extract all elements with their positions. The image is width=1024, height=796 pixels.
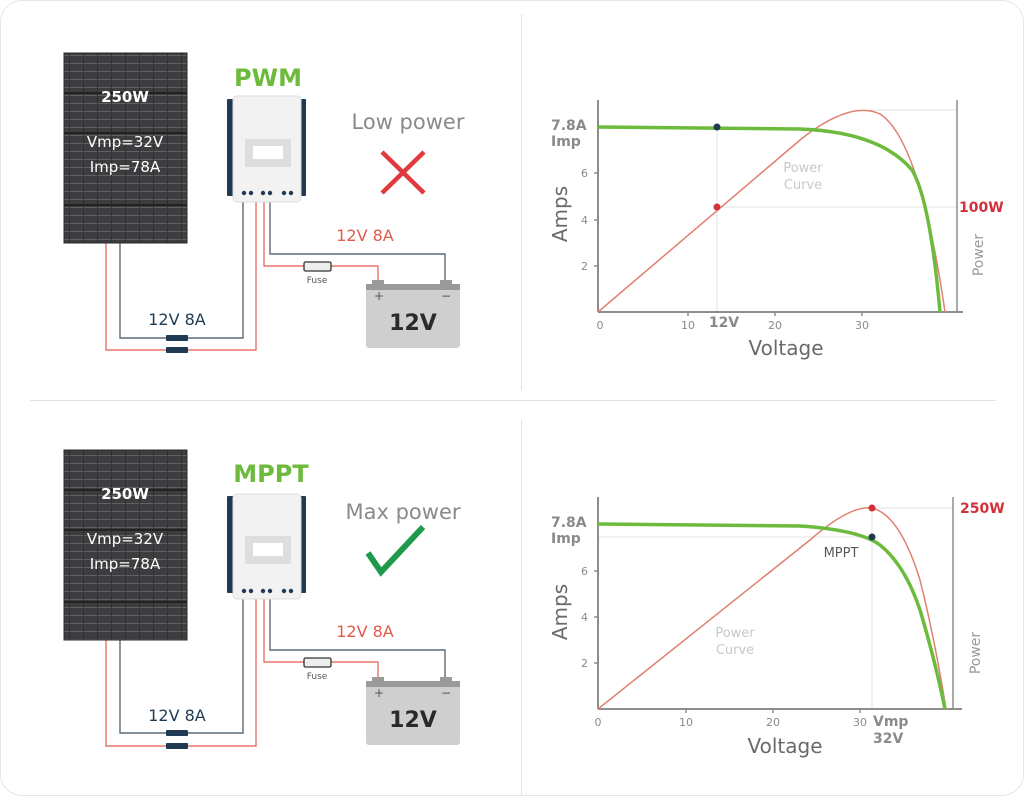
x-tick: 20	[766, 716, 780, 729]
iv-curve	[597, 125, 942, 313]
result-label: Low power	[352, 110, 465, 134]
power-curve	[597, 109, 946, 313]
input-current-label: 12V 8A	[148, 310, 206, 329]
mc4-connectors	[166, 730, 188, 749]
controller-type-label: MPPT	[233, 460, 309, 488]
power-marker	[713, 203, 721, 211]
mppt-marker	[868, 533, 876, 541]
panel-wattage: 250W	[101, 485, 149, 503]
battery-minus-label: −	[441, 289, 451, 303]
power-curve-label: Curve	[784, 178, 822, 193]
power-value-label: 100W	[959, 200, 1004, 216]
output-current-label: 12V 8A	[336, 226, 394, 245]
vertical-divider-bottom	[521, 420, 522, 796]
imp-label: Imp	[551, 134, 581, 150]
power-curve-label: Power	[783, 161, 823, 176]
horizontal-divider	[30, 400, 996, 401]
x-tick: 10	[681, 319, 695, 332]
vertical-divider-top	[521, 14, 522, 390]
x-tick: 0	[597, 319, 604, 332]
cross-icon	[380, 150, 426, 195]
y2-axis-label: Power	[968, 632, 984, 675]
imp-value-label: 7.8A	[551, 515, 587, 531]
panel-vmp: Vmp=32V	[87, 133, 164, 151]
panel-imp: Imp=78A	[90, 555, 161, 573]
battery: + − 12V	[366, 677, 460, 745]
x-tick: 30	[853, 716, 867, 729]
y-tick: 2	[581, 260, 588, 273]
y-tick: 6	[581, 565, 588, 578]
output-current-label: 12V 8A	[336, 622, 394, 641]
panel-vmp: Vmp=32V	[87, 530, 164, 548]
vmp-value-label: 32V	[873, 731, 903, 747]
power-value-label: 250W	[960, 501, 1005, 517]
controller-type-label: PWM	[234, 64, 302, 92]
fuse-label: Fuse	[307, 672, 328, 682]
y-tick: 2	[581, 657, 588, 670]
x-tick: 20	[768, 319, 782, 332]
input-current-label: 12V 8A	[148, 706, 206, 725]
check-icon	[365, 524, 426, 577]
operating-voltage-label: 12V	[709, 315, 739, 331]
mppt-iv-chart: 2 4 6 0 10 20 30 Vmp 32V Voltage Amps Po…	[548, 497, 1005, 758]
battery: + − 12V	[366, 280, 460, 348]
x-axis-label: Voltage	[747, 734, 822, 758]
fuse-label: Fuse	[307, 276, 328, 286]
power-curve-label: Power	[715, 626, 755, 641]
battery-voltage: 12V	[389, 708, 437, 733]
panel-wattage: 250W	[101, 88, 149, 106]
imp-value-label: 7.8A	[551, 118, 587, 134]
mppt-controller: MPPT	[227, 460, 309, 600]
x-tick: 10	[679, 716, 693, 729]
fuse: Fuse	[303, 261, 332, 286]
y-tick: 4	[581, 214, 588, 227]
current-marker	[713, 123, 721, 131]
mc4-connectors	[166, 335, 188, 353]
panel-imp: Imp=78A	[90, 158, 161, 176]
power-curve-label: Curve	[716, 643, 754, 658]
y2-axis-label: Power	[971, 234, 987, 277]
result-label: Max power	[346, 500, 461, 524]
x-axis-label: Voltage	[748, 336, 823, 360]
x-tick: 30	[855, 319, 869, 332]
pwm-iv-chart: 2 4 6 0 10 20 30 12V Voltage Amps Power …	[548, 100, 1004, 360]
x-tick: 0	[595, 716, 602, 729]
pwm-controller: PWM	[227, 64, 306, 203]
battery-voltage: 12V	[389, 311, 437, 336]
y-tick: 4	[581, 611, 588, 624]
y-tick: 6	[581, 167, 588, 180]
iv-curve	[597, 522, 947, 710]
y-axis-label: Amps	[548, 186, 572, 242]
battery-plus-label: +	[374, 686, 384, 700]
solar-panel: 250W Vmp=32V Imp=78A	[63, 449, 188, 641]
mppt-diagram: 250W Vmp=32V Imp=78A MPPT Max power 12V …	[63, 449, 461, 749]
pwm-diagram: 250W Vmp=32V Imp=78A PWM Low power 12V 8…	[63, 52, 465, 353]
fuse: Fuse	[303, 657, 332, 682]
vmp-label: Vmp	[873, 714, 908, 730]
imp-label: Imp	[551, 531, 581, 547]
max-power-marker	[868, 504, 876, 512]
y-axis-label: Amps	[548, 584, 572, 640]
mppt-point-label: MPPT	[824, 546, 859, 561]
solar-panel: 250W Vmp=32V Imp=78A	[63, 52, 188, 244]
battery-minus-label: −	[441, 686, 451, 700]
power-curve	[597, 507, 947, 710]
battery-plus-label: +	[374, 289, 384, 303]
